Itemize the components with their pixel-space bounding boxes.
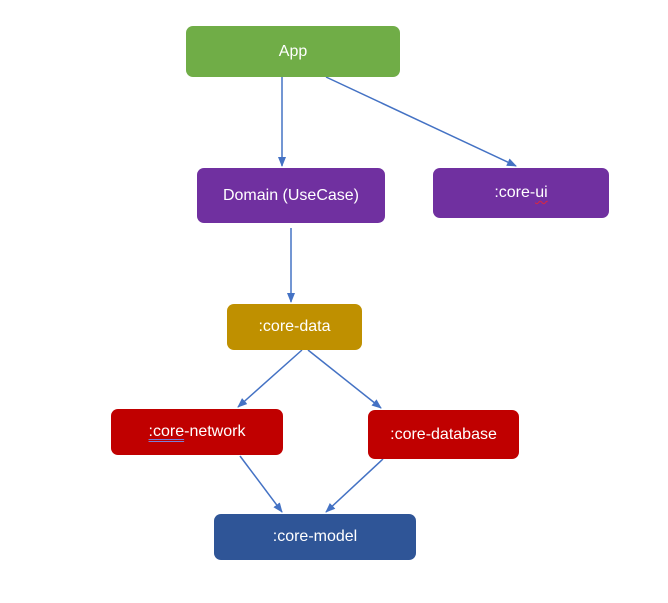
core-ui-label-prefix: :core- — [494, 184, 536, 201]
core-database-node: :core-database — [368, 410, 519, 459]
app-node: App — [186, 26, 400, 77]
arrow-core-data-to-core-network — [237, 349, 303, 408]
domain-usecase-node-label: Domain (UseCase) — [222, 186, 360, 204]
core-ui-node-label: :core-ui — [494, 184, 547, 202]
core-model-node: :core-model — [214, 514, 416, 560]
core-ui-label-suffix: ui — [535, 184, 548, 201]
core-model-node-label: :core-model — [272, 528, 358, 545]
core-network-node-label: :core-network — [149, 423, 246, 441]
core-network-node: :core-network — [111, 409, 283, 455]
domain-usecase-node: Domain (UseCase) — [197, 168, 385, 223]
core-network-label-suffix: -network — [184, 423, 246, 440]
arrow-core-database-to-core-model — [325, 458, 384, 513]
core-data-node: :core-data — [227, 304, 362, 350]
arrow-core-data-to-core-database — [307, 349, 382, 409]
arrow-app-to-core-ui — [325, 76, 517, 167]
arrow-core-network-to-core-model — [239, 455, 283, 513]
app-node-label: App — [278, 42, 308, 60]
core-ui-node: :core-ui — [433, 168, 609, 218]
core-data-node-label: :core-data — [258, 318, 331, 335]
core-database-node-label: :core-database — [390, 425, 497, 443]
core-network-label-prefix: :core — [148, 423, 185, 440]
